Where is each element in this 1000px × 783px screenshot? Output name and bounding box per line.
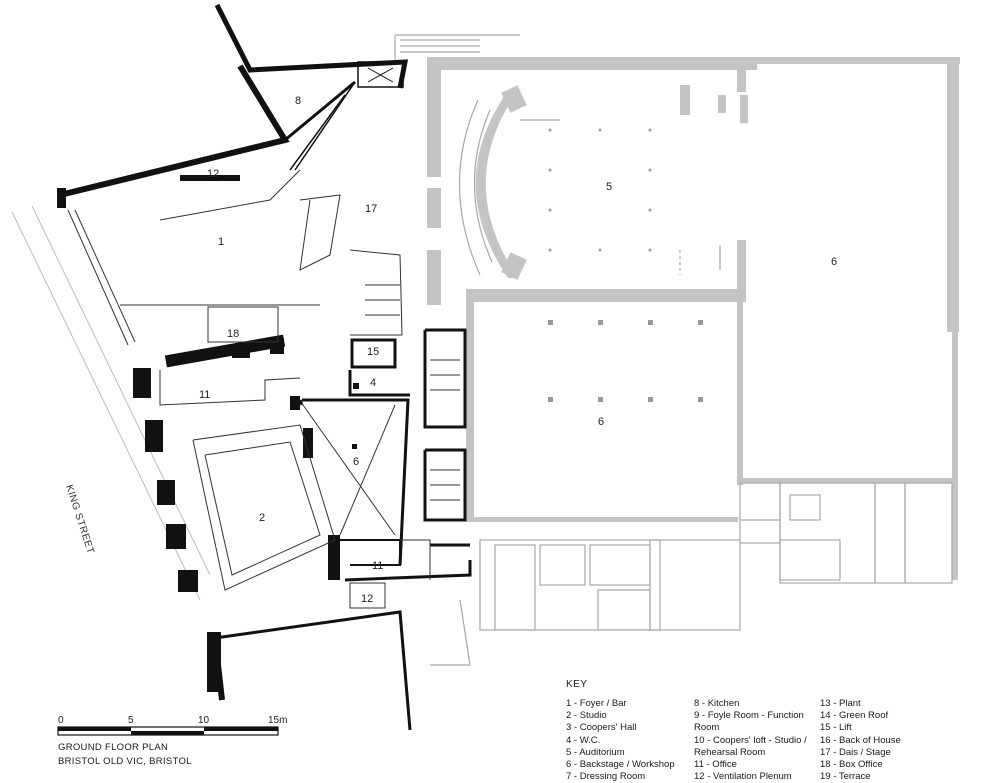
room-label-11-lower: 11 bbox=[372, 560, 383, 572]
room-label-4: 4 bbox=[370, 377, 376, 389]
king-street-label: KING STREET bbox=[63, 484, 96, 556]
scale-bar: 0 5 10 15m bbox=[57, 715, 287, 736]
room-label-2: 2 bbox=[259, 512, 265, 524]
key-entry: 10 - Coopers' loft - Studio / bbox=[694, 734, 807, 746]
room-label-6-backstage: 6 bbox=[598, 416, 604, 428]
plan-caption: GROUND FLOOR PLAN BRISTOL OLD VIC, BRIST… bbox=[58, 741, 192, 769]
key-entry: 1 - Foyer / Bar bbox=[566, 698, 627, 709]
key-entry: 3 - Coopers' Hall bbox=[566, 722, 637, 734]
key-column-1: 1 - Foyer / Bar 2 - Studio 3 - Coopers' … bbox=[566, 698, 675, 783]
key-entry: Rehearsal Room bbox=[694, 746, 766, 758]
scale-tick-10: 10 bbox=[198, 715, 210, 726]
key-entry: 6 - Backstage / Workshop bbox=[566, 759, 675, 771]
key-entry: 19 - Terrace bbox=[820, 771, 871, 783]
existing-building-walls bbox=[427, 57, 960, 580]
scale-tick-0: 0 bbox=[58, 715, 64, 726]
key-entry: 11 - Office bbox=[694, 759, 737, 771]
room-key-legend: KEY 1 - Foyer / Bar 2 - Studio 3 - Coope… bbox=[566, 679, 996, 783]
caption-subtitle: BRISTOL OLD VIC, BRISTOL bbox=[58, 756, 192, 767]
key-entry: 12 - Ventilation Plenum bbox=[694, 771, 792, 783]
column-dots bbox=[548, 128, 703, 402]
key-entry: 17 - Dais / Stage bbox=[820, 746, 891, 758]
room-label-6-studio: 6 bbox=[353, 456, 359, 468]
room-label-12-top: 12 bbox=[207, 168, 219, 180]
key-entry: 5 - Auditorium bbox=[566, 746, 625, 758]
key-entry: 15 - Lift bbox=[820, 722, 852, 734]
new-build-walls bbox=[59, 3, 472, 731]
scale-tick-5: 5 bbox=[128, 715, 134, 726]
key-entry: 16 - Back of House bbox=[820, 734, 901, 746]
room-label-17: 17 bbox=[365, 203, 377, 215]
room-labels: 1 2 4 5 6 6 6 8 11 11 12 12 15 17 18 bbox=[199, 95, 837, 605]
key-entry: 2 - Studio bbox=[566, 710, 607, 722]
key-column-3: 13 - Plant 14 - Green Roof 15 - Lift 16 … bbox=[820, 698, 901, 783]
room-label-1: 1 bbox=[218, 236, 224, 248]
key-entry: 9 - Foyle Room - Function bbox=[694, 710, 804, 722]
key-entry: 8 - Kitchen bbox=[694, 698, 740, 709]
key-entry: 14 - Green Roof bbox=[820, 710, 889, 722]
key-title: KEY bbox=[566, 679, 588, 690]
key-entry: 7 - Dressing Room bbox=[566, 771, 646, 783]
caption-title: GROUND FLOOR PLAN bbox=[58, 742, 169, 753]
room-label-11-main: 11 bbox=[199, 389, 210, 401]
existing-thin-lines bbox=[394, 34, 953, 666]
room-label-12-bottom: 12 bbox=[361, 593, 373, 605]
room-label-6-stage: 6 bbox=[831, 256, 837, 268]
room-label-8: 8 bbox=[295, 95, 301, 107]
key-entry: 4 - W.C. bbox=[566, 734, 601, 746]
key-column-2: 8 - Kitchen 9 - Foyle Room - Function Ro… bbox=[694, 698, 807, 783]
new-build-thin-lines bbox=[67, 169, 460, 609]
key-entry: 13 - Plant bbox=[820, 698, 861, 709]
room-label-18: 18 bbox=[227, 328, 239, 340]
new-build-piers bbox=[57, 175, 359, 692]
room-label-15: 15 bbox=[367, 346, 379, 358]
room-label-5: 5 bbox=[606, 181, 612, 193]
scale-tick-15m: 15m bbox=[268, 715, 287, 726]
key-entry: Room bbox=[694, 722, 720, 734]
key-entry: 18 - Box Office bbox=[820, 759, 883, 771]
